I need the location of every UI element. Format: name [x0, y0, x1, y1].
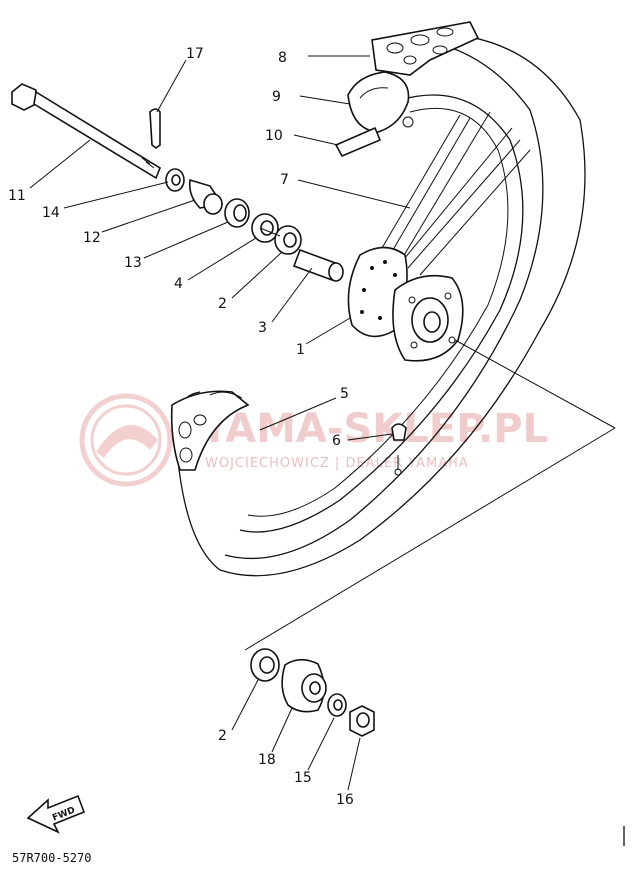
- spokes: [381, 111, 531, 276]
- bearing-4: [251, 213, 279, 243]
- callout-18: 18: [258, 752, 276, 768]
- rim-band: [334, 126, 382, 158]
- tube-section: [347, 71, 410, 133]
- cotter-pin: [149, 108, 161, 149]
- hub: [347, 246, 464, 362]
- callout-8: 8: [278, 50, 287, 66]
- callout-4: 4: [174, 276, 183, 292]
- fwd-arrow-icon: FWD: [26, 794, 86, 834]
- lower-parts: [250, 648, 375, 737]
- bearing-2-top: [274, 225, 302, 255]
- watermark-logo-icon: [79, 393, 173, 487]
- oil-seal-13: [224, 198, 250, 228]
- callout-13: 13: [124, 255, 142, 271]
- callout-6: 6: [332, 433, 341, 449]
- callout-10: 10: [265, 128, 283, 144]
- watermark: YAMA-SKLEP.PL WOJCIECHOWICZ | DEALER YAM…: [79, 393, 548, 487]
- callout-12: 12: [83, 230, 101, 246]
- callout-9: 9: [272, 89, 281, 105]
- callout-2-lower: 2: [218, 728, 227, 744]
- collar-12: [188, 178, 224, 215]
- watermark-sub-text: WOJCIECHOWICZ | DEALER YAMAHA: [205, 456, 469, 471]
- callout-leaders: [29, 55, 411, 791]
- part-code: 57R700-5270: [12, 851, 91, 865]
- washer-14: [165, 168, 185, 192]
- callout-17: 17: [186, 46, 204, 62]
- leader-axes: [244, 227, 616, 651]
- tire-tread-top: [371, 21, 480, 76]
- callout-15: 15: [294, 770, 312, 786]
- callout-1: 1: [296, 342, 305, 358]
- callout-14: 14: [42, 205, 60, 221]
- callout-3: 3: [258, 320, 267, 336]
- valve-cap-6: [391, 423, 407, 476]
- callout-11: 11: [8, 188, 26, 204]
- watermark-main-text: YAMA-SKLEP.PL: [199, 406, 548, 452]
- callout-5: 5: [340, 386, 349, 402]
- axle: [11, 83, 161, 180]
- callout-labels: 8 9 10 7 17 11 14 12 13 4 2 3 1 5 6 2 18…: [8, 46, 354, 808]
- callout-7: 7: [280, 172, 289, 188]
- callout-2-top: 2: [218, 296, 227, 312]
- spacer-3: [292, 248, 344, 282]
- callout-16: 16: [336, 792, 354, 808]
- tire: [170, 21, 586, 577]
